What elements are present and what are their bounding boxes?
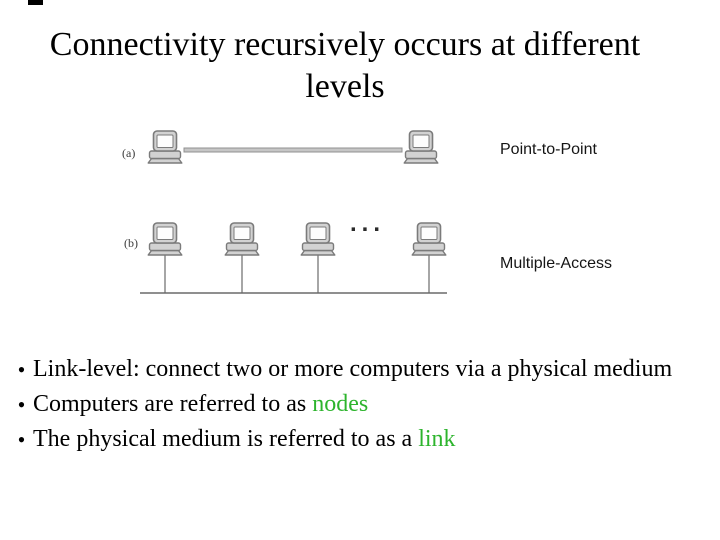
bullet-item-link-level: • Link-level: connect two or more comput… <box>10 352 710 387</box>
keyword-nodes: nodes <box>312 391 369 417</box>
figure-label-a: (a) <box>122 146 136 160</box>
bullet-item-nodes: • Computers are referred to as nodes <box>10 387 710 422</box>
computer-icon <box>147 130 183 164</box>
computer-icon <box>403 130 439 164</box>
keyword-link: link <box>418 426 456 452</box>
bullet-item-link: • The physical medium is referred to as … <box>10 422 710 457</box>
bullet-list: • Link-level: connect two or more comput… <box>10 352 710 457</box>
bullet-text-prefix: The physical medium is referred to as a <box>33 426 419 452</box>
slide-title: Connectivity recursively occurs at diffe… <box>0 24 690 108</box>
bullet-text: Computers are referred to as nodes <box>33 387 368 422</box>
slide-title-line1: Connectivity recursively occurs at diffe… <box>49 26 641 63</box>
multiple-access-label: Multiple-Access <box>500 255 613 272</box>
point-to-point-label: Point-to-Point <box>500 141 597 158</box>
computer-icon <box>411 222 447 256</box>
point-to-point-cable <box>183 147 403 153</box>
bullet-text: Link-level: connect two or more computer… <box>33 356 673 382</box>
figure-label-b: (b) <box>124 236 138 250</box>
slide-edge-mark <box>28 0 43 5</box>
slide-title-line2: levels <box>305 68 385 105</box>
computer-icon <box>147 222 183 256</box>
bullet-marker: • <box>17 427 26 452</box>
ellipsis-dots: ... <box>350 210 386 237</box>
bullet-text: The physical medium is referred to as a … <box>33 422 456 457</box>
computer-icon <box>300 222 336 256</box>
bullet-text-prefix: Computers are referred to as <box>33 391 313 417</box>
bullet-marker: • <box>17 357 26 382</box>
computer-icon <box>224 222 260 256</box>
bullet-marker: • <box>17 392 26 417</box>
